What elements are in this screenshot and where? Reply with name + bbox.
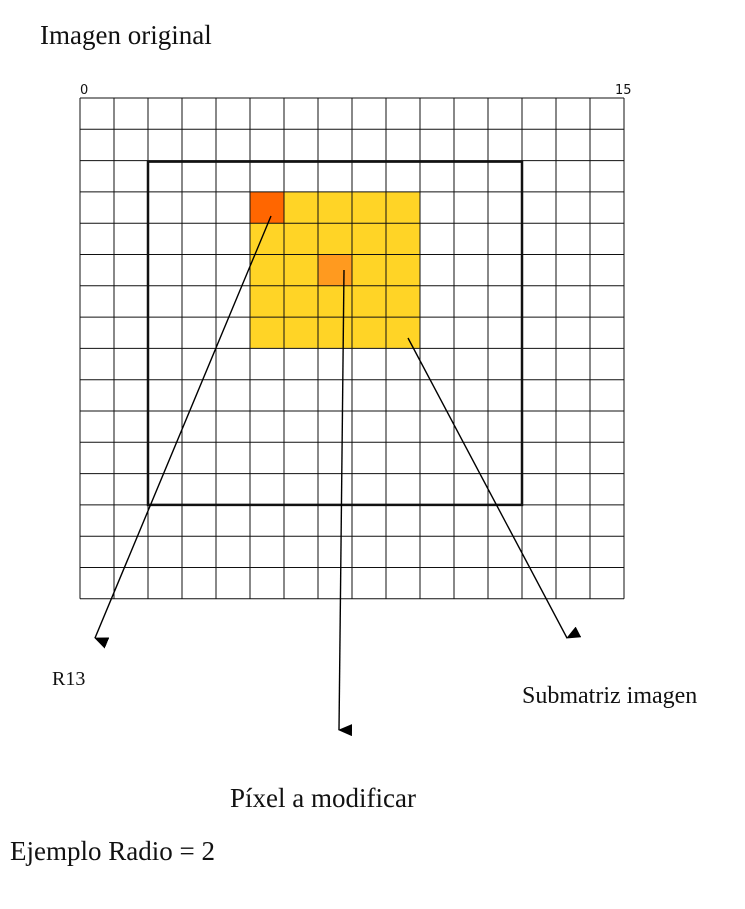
radius-caption: Ejemplo Radio = 2 [10, 836, 215, 866]
r13-label: R13 [52, 668, 86, 690]
pixel-arrow [338, 269, 353, 737]
target-pixel-cell [318, 254, 352, 286]
r13-arrow [94, 215, 272, 649]
axis-start-label: 0 [80, 83, 88, 98]
submatrix-arrow [407, 337, 582, 639]
arrows-layer [94, 215, 582, 737]
submatrix-frame-layer [146, 160, 524, 507]
diagram-title: Imagen original [40, 20, 212, 50]
axis-end-label: 15 [615, 83, 632, 98]
pixel-grid [79, 97, 625, 600]
submatrix-label: Submatriz imagen [522, 683, 698, 709]
highlight-layer [250, 191, 420, 349]
pixel-label: Píxel a modificar [230, 783, 416, 813]
r13-cell [250, 191, 284, 224]
submatrix-frame [146, 160, 524, 507]
